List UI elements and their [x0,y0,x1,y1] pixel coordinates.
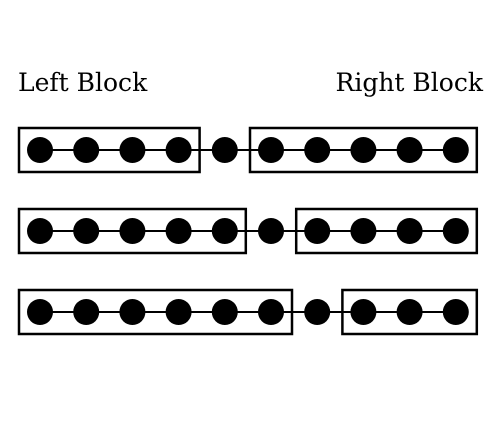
row-1-right-node-9 [396,137,423,163]
row-1-left-block [17,126,201,174]
row-3-right-node-10 [442,299,469,325]
row-2-right-node-8 [350,218,377,244]
row-1-right-node-8 [350,137,377,163]
row-2-right-node-7 [304,218,331,244]
row-3-left-node-6 [258,299,284,325]
row-3-right-node-8 [350,299,377,325]
row-2-right-node-10 [442,218,469,244]
row-3-left-node-2 [73,299,100,325]
row-3-left-block [17,288,294,336]
row-2-left-block [17,207,248,255]
row-3-left-node-4 [165,299,192,325]
row-3-right-block [341,288,479,336]
right-block-label: Right Block [335,68,484,97]
row-1-separator-node-5 [211,137,238,163]
row-1-left-node-3 [119,137,146,163]
row-3-right-node-9 [396,299,423,325]
row-2-left-node-3 [119,218,146,244]
row-2-right-node-9 [396,218,423,244]
row-3-separator-node-7 [304,299,331,325]
row-1-left-node-1 [27,137,53,163]
row-2-left-node-2 [73,218,100,244]
row-3-left-node-5 [211,299,238,325]
row-2-separator-node-6 [258,218,284,244]
row-1-left-node-4 [165,137,192,163]
row-2-left-node-1 [27,218,53,244]
left-block-label: Left Block [18,68,148,97]
row-1-left-node-2 [73,137,100,163]
row-2-left-node-5 [211,218,238,244]
row-1-right-block [248,126,479,174]
row-2-right-block [294,207,479,255]
row-1-right-node-7 [304,137,331,163]
row-3-left-node-1 [27,299,53,325]
row-2-left-node-4 [165,218,192,244]
row-1-right-node-6 [258,137,284,163]
row-3-left-node-3 [119,299,146,325]
row-1-right-node-10 [442,137,469,163]
